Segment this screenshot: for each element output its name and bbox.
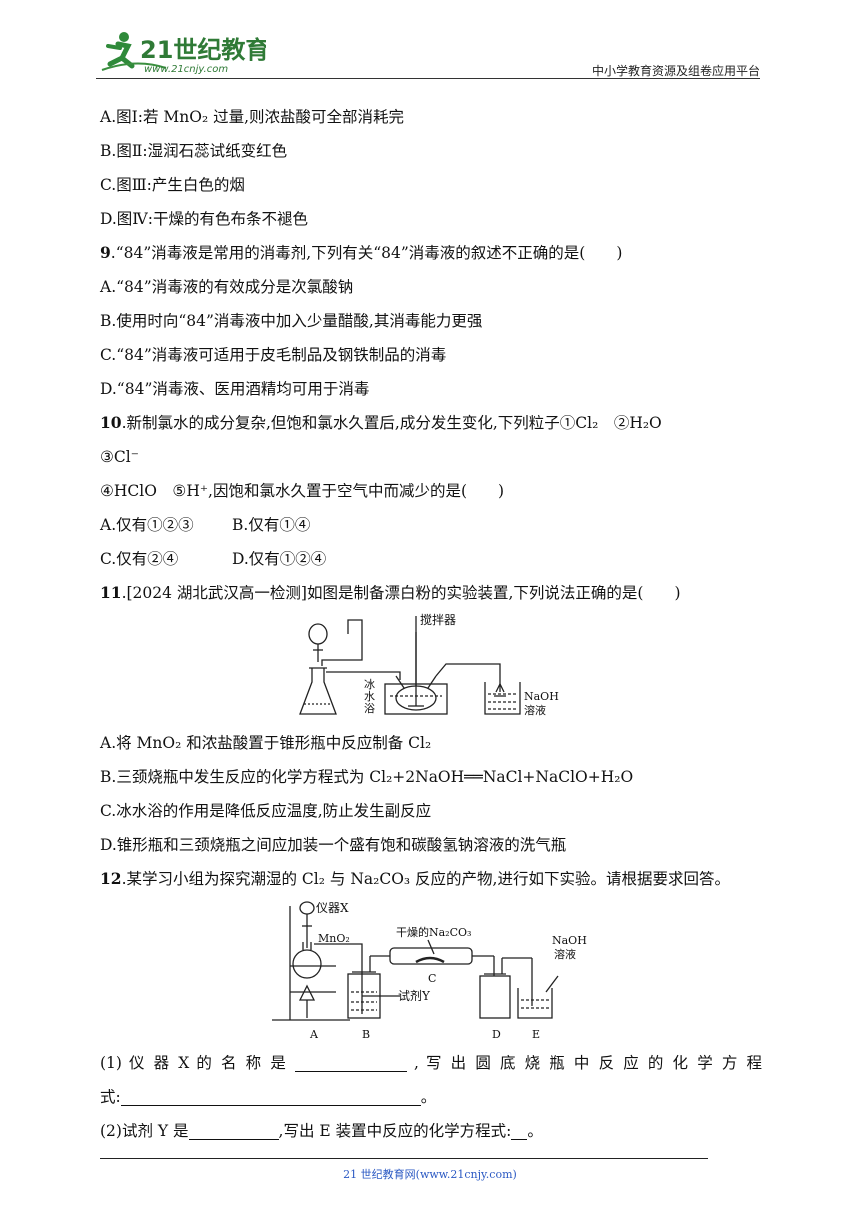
q12-part1-line2: 式: 。 <box>100 1080 762 1114</box>
label-d: D <box>492 1028 501 1041</box>
q8-option-b: B.图Ⅱ:湿润石蕊试纸变红色 <box>100 142 288 160</box>
q9-option-a: A.“84”消毒液的有效成分是次氯酸钠 <box>100 278 354 296</box>
q10-stem-line3: ④HClO ⑤H⁺,因饱和氯水久置于空气中而减少的是( ) <box>100 482 505 500</box>
label-solution: 溶液 <box>524 703 546 717</box>
q12-part2: (2)试剂 Y 是 ,写出 E 装置中反应的化学方程式: 。 <box>100 1114 762 1148</box>
q12-blank-instrument[interactable] <box>295 1053 407 1072</box>
q12-p2-prefix: (2)试剂 Y 是 <box>100 1122 189 1140</box>
label-a: A <box>309 1028 319 1041</box>
label-instrument-x: 仪器X <box>316 901 349 915</box>
q8-option-a: A.图Ⅰ:若 MnO₂ 过量,则浓盐酸可全部消耗完 <box>100 108 405 126</box>
q10-options-ab: A.仅有①②③ B.仅有①④ <box>100 508 762 542</box>
q12-stem: 12.某学习小组为探究潮湿的 Cl₂ 与 Na₂CO₃ 反应的产物,进行如下实验… <box>100 862 762 896</box>
q12-p2-end: 。 <box>527 1122 543 1140</box>
question-content: A.图Ⅰ:若 MnO₂ 过量,则浓盐酸可全部消耗完 B.图Ⅱ:湿润石蕊试纸变红色… <box>100 100 762 1148</box>
label-b: B <box>362 1028 370 1041</box>
q11-option-b: B.三颈烧瓶中发生反应的化学方程式为 Cl₂+2NaOH══NaCl+NaClO… <box>100 768 634 786</box>
q10-option-c: C.仅有②④ <box>100 550 179 568</box>
q11-number: 11 <box>100 583 122 602</box>
q12-apparatus-figure: 仪器X MnO₂ 干燥的Na₂CO₃ NaOH 溶液 试剂Y A B C D E <box>272 901 587 1041</box>
page-footer: 21 世纪教育网(www.21cnjy.com) <box>343 1168 517 1181</box>
label-ice-3: 浴 <box>364 702 375 715</box>
q9-number: 9 <box>100 243 111 262</box>
footer-divider <box>100 1158 708 1159</box>
q10-option-d: D.仅有①②④ <box>232 550 327 568</box>
q10-stem-text: .新制氯水的成分复杂,但饱和氯水久置后,成分发生变化,下列粒子①Cl₂ ②H₂O <box>121 414 662 432</box>
q12-part1-line1: (1) 仪 器 X 的 名 称 是 , 写 出 圆 底 烧 瓶 中 反 应 的 … <box>100 1046 762 1080</box>
q12-blank-equation-1[interactable] <box>120 1087 421 1106</box>
label-mno2: MnO₂ <box>318 932 350 945</box>
q10-stem: 10.新制氯水的成分复杂,但饱和氯水久置后,成分发生变化,下列粒子①Cl₂ ②H… <box>100 406 762 440</box>
q9-stem: 9.“84”消毒液是常用的消毒剂,下列有关“84”消毒液的叙述不正确的是( ) <box>100 236 762 270</box>
q10-stem-line2: ③Cl⁻ <box>100 448 139 466</box>
q12-p1-eq-label: 式: <box>100 1088 121 1106</box>
label-ice-1: 冰 <box>364 678 375 691</box>
label-naoh-e: NaOH <box>552 934 587 947</box>
q11-stem-text: .[2024 湖北武汉高一检测]如图是制备漂白粉的实验装置,下列说法正确的是( … <box>121 584 681 602</box>
label-solution-e: 溶液 <box>554 947 576 961</box>
runner-icon <box>101 32 167 71</box>
q11-option-a: A.将 MnO₂ 和浓盐酸置于锥形瓶中反应制备 Cl₂ <box>100 734 432 752</box>
q9-stem-text: .“84”消毒液是常用的消毒剂,下列有关“84”消毒液的叙述不正确的是( ) <box>110 244 623 262</box>
label-ice-2: 水 <box>364 690 375 703</box>
q10-options-cd: C.仅有②④ D.仅有①②④ <box>100 542 762 576</box>
q11-stem: 11.[2024 湖北武汉高一检测]如图是制备漂白粉的实验装置,下列说法正确的是… <box>100 576 762 610</box>
label-naoh: NaOH <box>524 690 559 703</box>
q8-option-c: C.图Ⅲ:产生白色的烟 <box>100 176 245 194</box>
q12-blank-reagent-y[interactable] <box>188 1121 279 1140</box>
q12-p2-suffix: ,写出 E 装置中反应的化学方程式: <box>278 1122 512 1140</box>
q9-option-d: D.“84”消毒液、医用酒精均可用于消毒 <box>100 380 370 398</box>
label-c: C <box>428 972 436 985</box>
platform-name: 中小学教育资源及组卷应用平台 <box>591 64 760 78</box>
q11-option-c: C.冰水浴的作用是降低反应温度,防止发生副反应 <box>100 802 432 820</box>
label-stirrer: 搅拌器 <box>420 612 456 627</box>
page-header: 21世纪教育 www.21cnjy.com 中小学教育资源及组卷应用平台 <box>96 28 760 80</box>
logo-text: 21世纪教育 <box>140 36 266 64</box>
q12-p1-prefix: (1) 仪 器 X 的 名 称 是 <box>100 1054 288 1072</box>
q12-number: 12 <box>100 869 122 888</box>
q9-option-b: B.使用时向“84”消毒液中加入少量醋酸,其消毒能力更强 <box>100 312 483 330</box>
q12-p1-suffix: , 写 出 圆 底 烧 瓶 中 反 应 的 化 学 方 程 <box>414 1054 762 1072</box>
q11-option-d: D.锥形瓶和三颈烧瓶之间应加装一个盛有饱和碳酸氢钠溶液的洗气瓶 <box>100 836 567 854</box>
q11-apparatus-figure: 搅拌器 冰 水 浴 NaOH 溶液 <box>299 612 559 717</box>
q10-number: 10 <box>100 413 122 432</box>
logo-url: www.21cnjy.com <box>144 64 228 75</box>
label-e: E <box>532 1028 540 1041</box>
label-dry-na2co3: 干燥的Na₂CO₃ <box>396 925 471 939</box>
label-reagent-y: 试剂Y <box>398 988 431 1003</box>
q9-option-c: C.“84”消毒液可适用于皮毛制品及钢铁制品的消毒 <box>100 346 447 364</box>
q12-blank-equation-2[interactable] <box>511 1121 528 1140</box>
q10-option-a: A.仅有①②③ <box>100 516 194 534</box>
header-divider <box>96 78 760 79</box>
q8-option-d: D.图Ⅳ:干燥的有色布条不褪色 <box>100 210 309 228</box>
site-logo: 21世纪教育 www.21cnjy.com <box>101 32 266 75</box>
q12-stem-text: .某学习小组为探究潮湿的 Cl₂ 与 Na₂CO₃ 反应的产物,进行如下实验。请… <box>121 870 730 888</box>
q12-p1-end: 。 <box>420 1088 437 1106</box>
q10-option-b: B.仅有①④ <box>232 516 311 534</box>
